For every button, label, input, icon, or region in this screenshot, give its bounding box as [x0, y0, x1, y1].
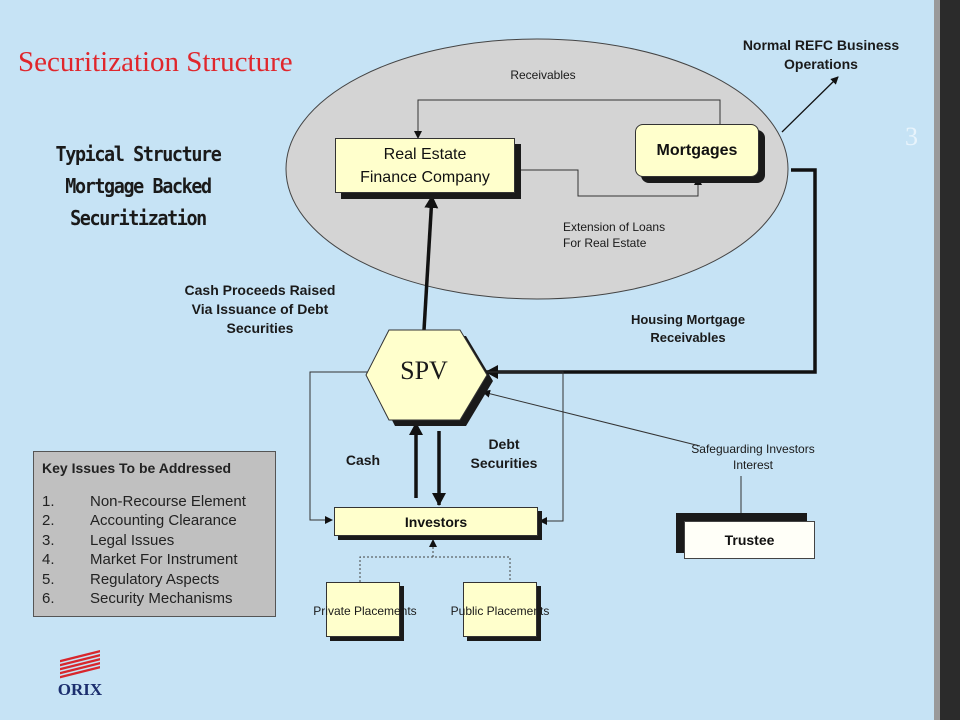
issue-item: 6. Security Mechanisms [42, 589, 267, 608]
spv-label: SPV [400, 356, 448, 385]
spv-hexagon [365, 329, 488, 421]
issue-item: 5. Regulatory Aspects [42, 570, 267, 589]
issue-text: Market For Instrument [90, 551, 238, 569]
page-number: 3 [905, 122, 918, 151]
investors-node: Investors [334, 507, 538, 536]
debt-label: Debt Securities [455, 435, 553, 473]
normal-refc-line: Normal REFC Business [742, 37, 900, 53]
diagram-connectors [285, 38, 839, 582]
issue-item: 3. Legal Issues [42, 531, 267, 550]
refc-line: Finance Company [360, 168, 490, 186]
refc-ellipse [285, 38, 789, 300]
safeguarding-line: Interest [732, 458, 774, 472]
orix-logo-text: ORIX [57, 680, 103, 699]
key-issues-heading: Key Issues To be Addressed [42, 460, 232, 476]
issue-number: 6. [42, 590, 55, 608]
issue-text: Legal Issues [90, 531, 175, 549]
extension-arrow [514, 169, 702, 197]
debt-line: Securities [470, 455, 538, 471]
public-placements-label: Public Placements [450, 604, 550, 618]
refc-node: Real Estate Finance Company [335, 138, 515, 193]
issue-number: 1. [42, 493, 55, 510]
safeguarding-arrow [482, 389, 701, 447]
issue-item: 4. Market For Instrument [42, 550, 267, 569]
key-issues-box: Key Issues To be Addressed 1. Non-Recours… [33, 451, 276, 617]
normal-refc-line: Operations [784, 56, 858, 72]
safeguarding-line: Safeguarding Investors [691, 442, 815, 456]
cash-proceeds-line: Securities [226, 320, 294, 336]
issue-number: 3. [42, 531, 55, 549]
housing-label: Housing Mortgage Receivables [608, 311, 768, 347]
issue-item: 1. Non-Recourse Element [42, 492, 267, 511]
issue-text: Non-Recourse Element [90, 493, 246, 510]
issue-item: 2. Accounting Clearance [42, 511, 267, 530]
housing-line: Receivables [650, 330, 726, 345]
slide: Securitization Structure Typical Structu… [0, 0, 934, 720]
extension-line: Extension of Loans [563, 220, 666, 234]
cash-proceeds-arrow [422, 195, 439, 331]
issue-text: Security Mechanisms [90, 590, 233, 608]
cash-proceeds-line: Via Issuance of Debt [191, 301, 329, 317]
housing-receivables-arrow [485, 168, 817, 379]
mortgages-node: Mortgages [635, 124, 759, 177]
normal-refc-label: Normal REFC Business Operations [716, 36, 926, 74]
left-loop-arrow [309, 371, 370, 524]
orix-logo-icon [60, 650, 100, 679]
cash-label: Cash [345, 452, 381, 468]
right-loop-arrow [481, 371, 564, 525]
private-placements-label: Private Placements [313, 604, 417, 618]
debt-line: Debt [488, 436, 520, 452]
cash-proceeds-label: Cash Proceeds Raised Via Issuance of Deb… [160, 281, 360, 338]
cash-proceeds-line: Cash Proceeds Raised [184, 282, 336, 298]
public-placement-box [463, 582, 537, 637]
extension-label: Extension of Loans For Real Estate [563, 219, 665, 251]
orix-logo: ORIX [52, 648, 108, 704]
refc-line: Real Estate [383, 145, 467, 163]
receivables-label: Receivables [510, 68, 576, 82]
issue-number: 5. [42, 570, 55, 588]
safeguarding-label: Safeguarding Investors Interest [676, 441, 830, 473]
subtitle-line: Typical Structure [55, 142, 222, 166]
extension-line: For Real Estate [563, 236, 647, 250]
housing-line: Housing Mortgage [630, 312, 746, 327]
receivables-arrow [414, 99, 721, 139]
subtitle-line: Mortgage Backed [65, 174, 212, 198]
subtitle-line: Securitization [70, 206, 207, 230]
placement-link [359, 556, 511, 582]
window-edge-highlight [934, 0, 940, 720]
normal-operations-arrow [781, 76, 839, 133]
trustee-node: Trustee [684, 521, 815, 559]
issue-text: Regulatory Aspects [90, 570, 220, 588]
issue-number: 2. [42, 512, 55, 530]
subtitle: Typical Structure Mortgage Backed Securi… [48, 138, 228, 234]
issue-number: 4. [42, 551, 55, 569]
issue-text: Accounting Clearance [90, 512, 237, 530]
private-placement-box [326, 582, 400, 637]
slide-title: Securitization Structure [18, 46, 293, 78]
